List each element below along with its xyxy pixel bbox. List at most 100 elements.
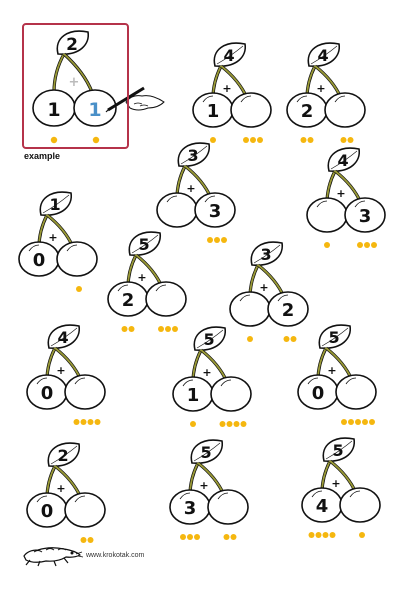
count-dot <box>172 326 178 332</box>
cherry-right-shine <box>74 377 86 385</box>
count-dot <box>355 419 361 425</box>
left-number: 4 <box>316 496 329 517</box>
cherry-right <box>230 92 272 128</box>
left-number: 1 <box>187 385 200 406</box>
example-frame <box>22 23 129 149</box>
count-dot <box>80 537 87 543</box>
plus-sign: + <box>48 231 57 244</box>
cherry-left-shine <box>202 95 214 103</box>
count-dot <box>219 421 226 427</box>
cherry-left-shine <box>239 294 251 302</box>
plus-sign: + <box>69 75 80 90</box>
cherry-exercise-4: 4+3 <box>306 147 386 248</box>
cherry-right <box>64 374 106 410</box>
count-dot <box>308 532 315 538</box>
right-number: 3 <box>209 201 222 222</box>
count-dot <box>210 137 216 143</box>
count-dot <box>307 137 314 143</box>
leaf <box>327 147 360 172</box>
count-dot <box>87 419 94 425</box>
count-dot <box>300 137 307 143</box>
plus-sign: + <box>222 82 231 95</box>
cherry-right <box>64 492 106 528</box>
leaf-vein <box>131 234 159 254</box>
leaf-vein <box>50 445 78 465</box>
top-number: 4 <box>57 328 68 347</box>
cherry-exercise-1: 4+1 <box>192 42 272 143</box>
leaf-vein <box>180 145 208 165</box>
top-number: 5 <box>328 328 339 347</box>
cherry-exercise-3: 3 +3 <box>156 142 236 243</box>
count-dot <box>290 336 297 342</box>
count-dot <box>341 419 347 425</box>
leaf <box>193 326 226 351</box>
leaf-vein <box>196 329 224 349</box>
cherry-left <box>306 197 348 233</box>
cherry-right-shine <box>204 195 216 203</box>
cherry-exercise-13: 5+4 <box>301 437 381 538</box>
pen-tip <box>105 107 111 113</box>
cherry-exercise-8: 4+0 <box>26 324 106 425</box>
leaf <box>39 191 72 216</box>
count-dot <box>283 336 290 342</box>
leaf <box>47 442 80 467</box>
count-dot <box>250 137 256 143</box>
stem-left <box>53 53 65 93</box>
count-dot <box>324 242 330 248</box>
cherry-right <box>207 489 249 525</box>
cherry-right-shine <box>354 200 366 208</box>
cherry-left-shine <box>28 244 40 252</box>
cherry-right <box>145 281 187 317</box>
left-number: 2 <box>122 290 135 311</box>
count-dot <box>233 421 240 427</box>
top-number: 4 <box>337 151 348 170</box>
leaf-vein <box>42 194 70 214</box>
leaf <box>307 42 340 67</box>
cherry-left-shine <box>182 379 194 387</box>
count-dot <box>329 532 336 538</box>
leaf <box>177 142 210 167</box>
cherry-left-shine <box>311 490 323 498</box>
cherry-right <box>324 92 366 128</box>
count-dot <box>322 532 329 538</box>
plus-sign: + <box>327 364 336 377</box>
top-number: 4 <box>223 46 234 65</box>
plus-sign: + <box>186 182 195 195</box>
count-dot <box>50 136 58 144</box>
leaf-vein <box>216 45 244 65</box>
leaf <box>190 439 223 464</box>
count-dot <box>180 534 186 540</box>
right-number: 3 <box>359 206 372 227</box>
example-label: example <box>24 151 61 161</box>
top-number: 1 <box>49 195 60 214</box>
count-dot <box>76 286 82 292</box>
plus-sign: + <box>202 366 211 379</box>
count-dot <box>158 326 164 332</box>
top-number: 3 <box>187 146 198 165</box>
cherry-right <box>210 376 252 412</box>
cherry-exercise-12: 5+3 <box>169 439 249 540</box>
cherry-left <box>229 291 271 327</box>
cherry-right-shine <box>349 490 361 498</box>
cherry-exercise-2: 4+2 <box>286 42 366 143</box>
top-number: 4 <box>317 46 328 65</box>
cherry-right-shine <box>334 95 346 103</box>
cherry-right-shine <box>277 294 289 302</box>
count-dot <box>340 137 347 143</box>
top-number: 5 <box>332 441 343 460</box>
cherry-left-shine <box>296 95 308 103</box>
cherry-right <box>339 487 381 523</box>
cherry-exercise-10: 5+0 <box>297 324 377 425</box>
cherry-right-shine <box>66 244 78 252</box>
cherry-exercise-7: 3+2 <box>229 241 309 342</box>
count-dot <box>194 534 200 540</box>
plus-sign: + <box>316 82 325 95</box>
top-number: 3 <box>260 245 271 264</box>
leaf <box>56 30 89 55</box>
leaf-vein <box>321 327 349 347</box>
website-link[interactable]: www.krokotak.com <box>86 552 145 559</box>
count-dot <box>128 326 135 332</box>
pen-hand-icon <box>105 86 165 113</box>
left-number: 1 <box>47 99 60 121</box>
